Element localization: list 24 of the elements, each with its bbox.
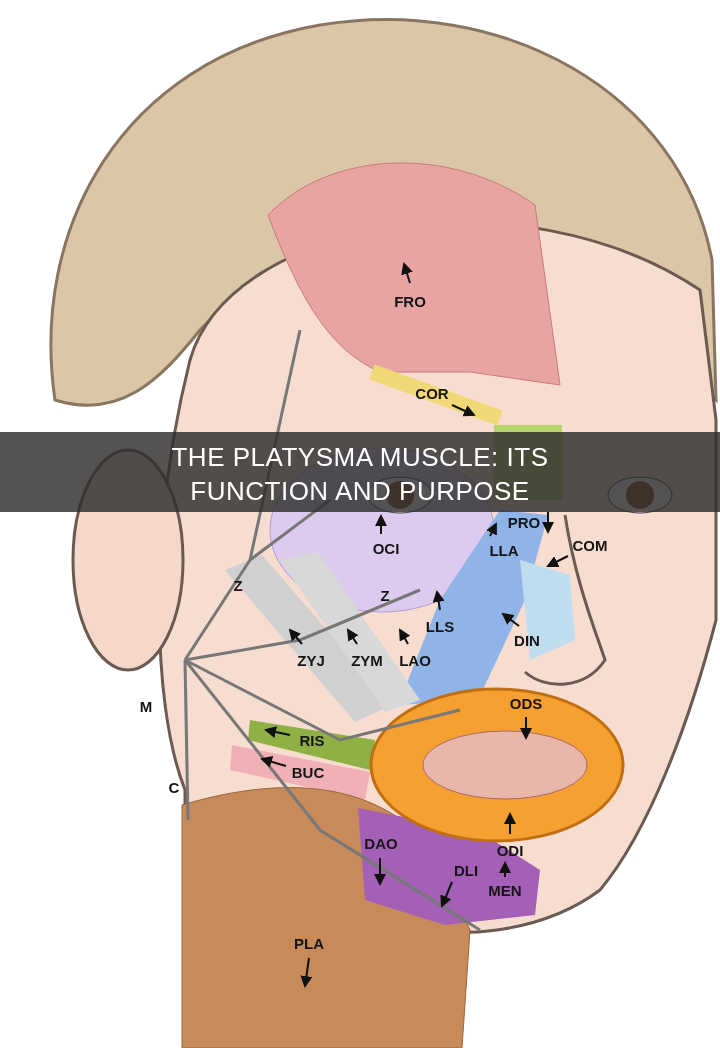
- anatomy-label: OCI: [372, 540, 400, 556]
- anatomy-label: Z: [233, 577, 243, 593]
- anatomy-label: M: [139, 698, 153, 714]
- anatomy-label: DAO: [364, 835, 398, 851]
- anatomy-label: LLA: [489, 542, 519, 558]
- anatomy-label: LAO: [399, 652, 431, 668]
- anatomy-label: LLS: [425, 618, 455, 634]
- title: THE PLATYSMA MUSCLE: ITS FUNCTION AND PURPOSE: [170, 441, 550, 508]
- anatomy-label: MEN: [488, 882, 522, 898]
- anatomy-label: DIN: [514, 632, 540, 648]
- anatomy-label: PLA: [294, 935, 324, 951]
- anatomy-label: COR: [415, 385, 449, 401]
- anatomy-label: ZYJ: [297, 652, 325, 668]
- anatomy-label: BUC: [291, 764, 325, 780]
- anatomy-label: ODI: [496, 842, 524, 858]
- anatomy-label: ZYM: [351, 652, 383, 668]
- anatomy-label: C: [168, 779, 180, 795]
- anatomy-label: Z: [380, 587, 390, 603]
- anatomy-label: PRO: [507, 514, 541, 530]
- anatomy-label: DLI: [453, 862, 479, 878]
- anatomy-label: ODS: [509, 695, 543, 711]
- anatomy-label: COM: [572, 537, 608, 553]
- anatomy-label: RIS: [299, 732, 325, 748]
- anatomy-label: FRO: [394, 293, 426, 309]
